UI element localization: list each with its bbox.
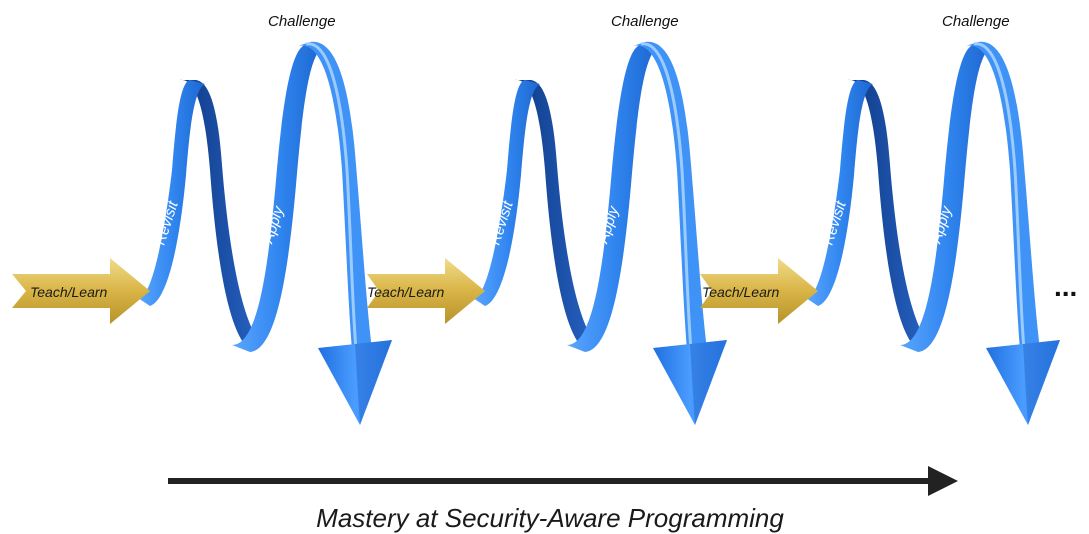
ribbon-revisit-segment: [806, 80, 873, 306]
ribbon-back-segment: [515, 79, 597, 345]
ribbon-revisit-segment: [473, 80, 540, 306]
spiral-arrowhead-shade: [690, 340, 727, 425]
challenge-label: Challenge: [268, 13, 336, 30]
teach-learn-arrow: [367, 258, 485, 324]
teach-learn-label: Teach/Learn: [702, 284, 780, 300]
ribbon-revisit-segment: [138, 80, 205, 306]
spiral-arrowhead: [986, 340, 1060, 425]
progress-arrow: [168, 466, 958, 496]
continuation-ellipsis: ...: [1054, 271, 1077, 302]
teach-learn-arrow: [12, 258, 150, 324]
ribbon-apply-segment: [567, 45, 657, 352]
challenge-label: Challenge: [611, 13, 679, 30]
ribbon-edge-highlight: [305, 42, 358, 351]
teach-learn-label: Teach/Learn: [367, 284, 445, 300]
ribbon-apply-segment: [900, 45, 990, 352]
spiral-arrowhead: [653, 340, 727, 425]
ribbon-descent-segment: [633, 41, 707, 350]
ribbon-descent-segment: [298, 41, 372, 350]
ribbon-apply-segment: [232, 45, 322, 352]
ribbon-edge-highlight: [640, 42, 693, 351]
ribbon-back-segment: [848, 79, 930, 345]
challenge-label: Challenge: [942, 13, 1010, 30]
ribbon-back-segment: [180, 79, 262, 345]
ribbon-edge-highlight: [973, 42, 1026, 351]
teach-learn-label: Teach/Learn: [30, 284, 108, 300]
progress-label: Mastery at Security-Aware Programming: [316, 503, 784, 533]
spiral-arrowhead-shade: [355, 340, 392, 425]
cycle-3: Teach/Learn Revisit Apply Challenge: [700, 13, 1060, 425]
spiral-arrowhead: [318, 340, 392, 425]
teach-learn-arrow: [700, 258, 818, 324]
ribbon-descent-segment: [966, 41, 1040, 350]
cycle-1: Teach/Learn Revisit Apply Challenge: [12, 13, 392, 425]
spiral-arrowhead-shade: [1023, 340, 1060, 425]
cycle-2: Teach/Learn Revisit Apply Challenge: [367, 13, 727, 425]
